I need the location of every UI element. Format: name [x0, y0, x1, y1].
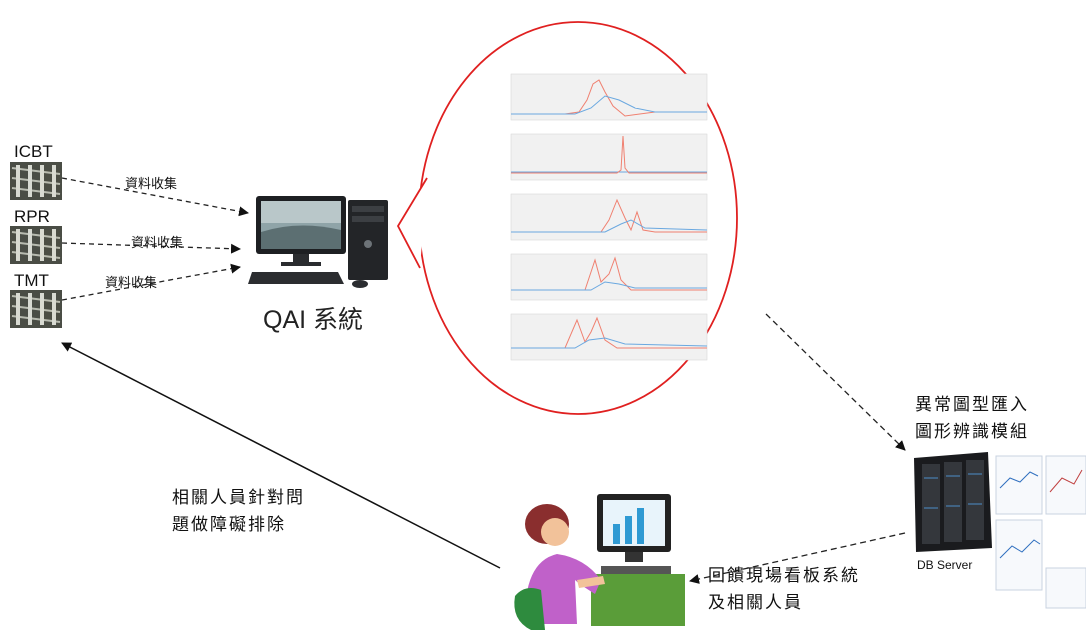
arrow-rpr-to-qai	[61, 242, 241, 254]
db-caption-line1: 異常圖型匯入	[915, 395, 1029, 415]
feedback-caption-line2: 及相關人員	[708, 593, 803, 613]
source-label-icbt: ICBT	[14, 142, 53, 161]
source-label-rpr: RPR	[14, 207, 50, 226]
feedback-caption-line1: 回饋現場看板系統	[708, 566, 860, 586]
machine-photo-tmt	[10, 290, 62, 328]
mini-chart-3	[510, 193, 708, 241]
action-caption-line2: 題做障礙排除	[172, 515, 286, 535]
report-thumbnails	[995, 455, 1086, 609]
qai-system-label: QAI 系統	[263, 306, 364, 334]
flow-label-tmt: 資料收集	[105, 276, 158, 291]
arrow-tmt-to-qai	[61, 263, 241, 301]
machine-photo-icbt	[10, 162, 62, 200]
bubble-tail	[396, 177, 428, 269]
action-caption: 相關人員針對問 題做障礙排除	[172, 485, 305, 539]
source-label-tmt: TMT	[14, 271, 49, 290]
mini-chart-1	[510, 73, 708, 121]
db-server-label: DB Server	[917, 558, 973, 572]
chart-stack	[510, 73, 708, 361]
mini-chart-2	[510, 133, 708, 181]
flow-label-icbt: 資料收集	[125, 177, 178, 192]
feedback-caption: 回饋現場看板系統 及相關人員	[708, 563, 860, 617]
action-caption-line1: 相關人員針對問	[172, 488, 305, 508]
operator-workstation-icon	[514, 494, 685, 630]
machine-photo-rpr	[10, 226, 62, 264]
mini-chart-4	[510, 253, 708, 301]
arrow-user-to-sources	[61, 342, 501, 569]
db-caption: 異常圖型匯入 圖形辨識模組	[915, 392, 1029, 446]
flow-label-rpr: 資料收集	[131, 236, 184, 251]
arrow-icbt-to-qai	[61, 177, 249, 217]
db-server-icon	[914, 452, 1086, 609]
mini-chart-5	[510, 313, 708, 361]
arrow-bubble-to-db	[765, 313, 906, 451]
qai-computer-icon	[248, 196, 388, 288]
arrow-db-to-user	[689, 532, 906, 584]
db-caption-line2: 圖形辨識模組	[915, 422, 1029, 442]
